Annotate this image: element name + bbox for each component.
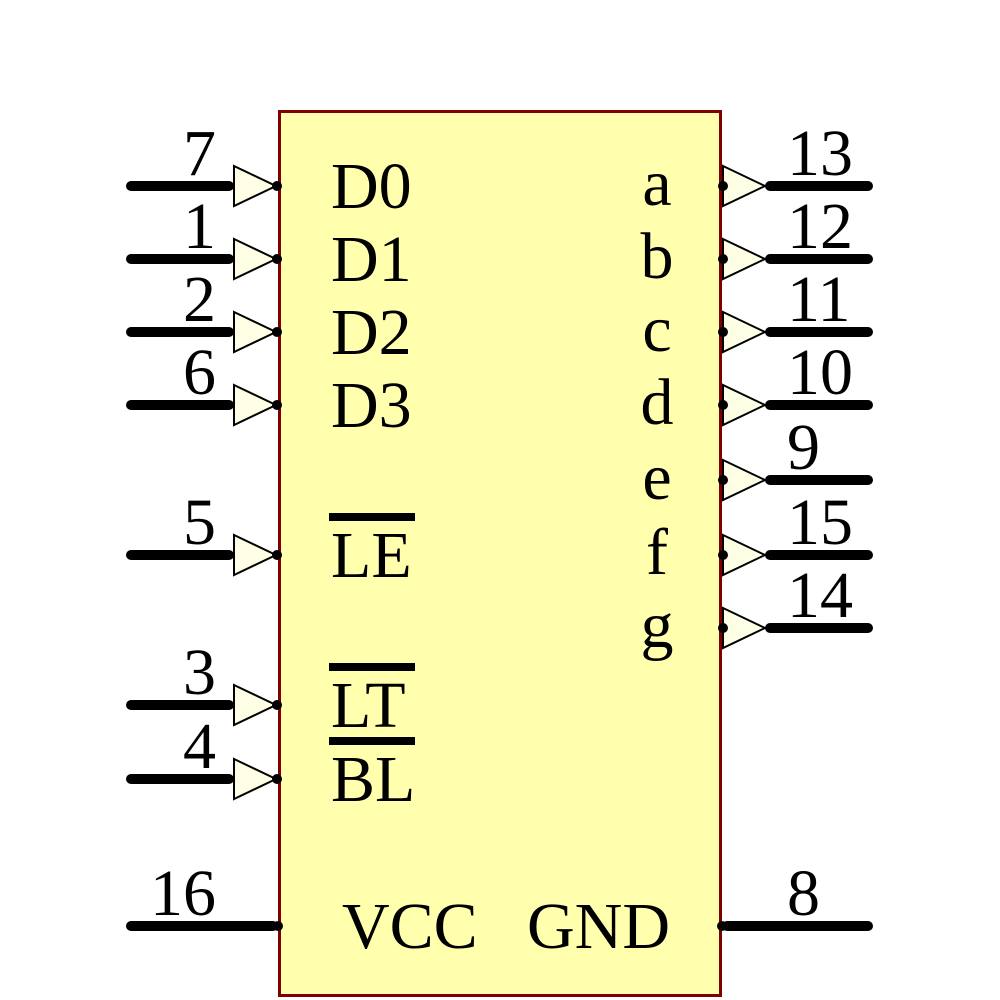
pin-number: 8 [787, 857, 820, 930]
output-arrow-icon [722, 310, 768, 354]
pin-connection-dot [272, 400, 282, 410]
pin-connection-dot [272, 327, 282, 337]
pin-wire [765, 327, 873, 337]
pin-label: D1 [331, 223, 412, 296]
pin-label: d [640, 366, 674, 439]
output-arrow-icon [722, 458, 768, 502]
input-arrow-icon [233, 757, 279, 801]
pin-number: 11 [787, 263, 851, 336]
pin-number: 3 [183, 636, 216, 709]
pin-label: D0 [331, 150, 412, 223]
pin-label: f [646, 516, 668, 589]
input-arrow-icon [233, 310, 279, 354]
pin-number: 13 [787, 117, 853, 190]
pin-wire [765, 550, 873, 560]
pin-wire [722, 921, 873, 931]
pin-number: 4 [183, 710, 216, 783]
pin-number: 6 [183, 336, 216, 409]
pin-number: 9 [787, 411, 820, 484]
pin-wire [126, 254, 234, 264]
pin-connection-dot [272, 774, 282, 784]
pin-connection-dot [718, 475, 728, 485]
pin-number: 15 [787, 486, 853, 559]
output-arrow-icon [722, 164, 768, 208]
pin-number: 1 [183, 190, 216, 263]
pin-number: 12 [787, 190, 853, 263]
pin-connection-dot [273, 921, 283, 931]
pin-connection-dot [718, 181, 728, 191]
pin-wire [765, 181, 873, 191]
pin-label: D3 [331, 369, 412, 442]
pin-wire [765, 254, 873, 264]
pin-connection-dot [272, 181, 282, 191]
input-arrow-icon [233, 383, 279, 427]
pin-connection-dot [272, 550, 282, 560]
pin-wire [765, 400, 873, 410]
output-arrow-icon [722, 533, 768, 577]
pin-label: BL [331, 743, 416, 816]
pin-wire [126, 327, 234, 337]
pin-connection-dot [718, 623, 728, 633]
pin-connection-dot [718, 400, 728, 410]
overline-bar [329, 663, 415, 671]
pin-label: b [640, 220, 674, 293]
pin-connection-dot [272, 700, 282, 710]
input-arrow-icon [233, 164, 279, 208]
pin-label: e [642, 441, 672, 514]
pin-wire [765, 623, 873, 633]
input-arrow-icon [233, 683, 279, 727]
pin-number: 14 [787, 559, 853, 632]
overline-bar [329, 737, 415, 745]
pin-wire [126, 550, 234, 560]
pin-connection-dot [717, 921, 727, 931]
pin-label: VCC [342, 890, 478, 963]
pin-label: g [640, 589, 674, 662]
ic-body [278, 110, 722, 997]
pin-label: c [642, 293, 672, 366]
pin-connection-dot [272, 254, 282, 264]
pin-wire [126, 921, 278, 931]
pin-wire [126, 700, 234, 710]
pin-label: GND [527, 890, 670, 963]
pin-wire [765, 475, 873, 485]
pin-label: LT [331, 669, 406, 742]
pin-wire [126, 181, 234, 191]
pin-number: 2 [183, 263, 216, 336]
pin-label: a [642, 147, 672, 220]
pin-number: 5 [183, 486, 216, 559]
pin-label: D2 [331, 296, 412, 369]
output-arrow-icon [722, 237, 768, 281]
pin-label: LE [331, 519, 412, 592]
input-arrow-icon [233, 237, 279, 281]
input-arrow-icon [233, 533, 279, 577]
output-arrow-icon [722, 383, 768, 427]
pin-wire [126, 400, 234, 410]
pin-wire [126, 774, 234, 784]
output-arrow-icon [722, 606, 768, 650]
pin-connection-dot [718, 327, 728, 337]
pin-connection-dot [718, 550, 728, 560]
pin-connection-dot [718, 254, 728, 264]
pin-number: 7 [183, 117, 216, 190]
overline-bar [329, 513, 415, 521]
pin-number: 10 [787, 336, 853, 409]
pin-number: 16 [150, 857, 216, 930]
